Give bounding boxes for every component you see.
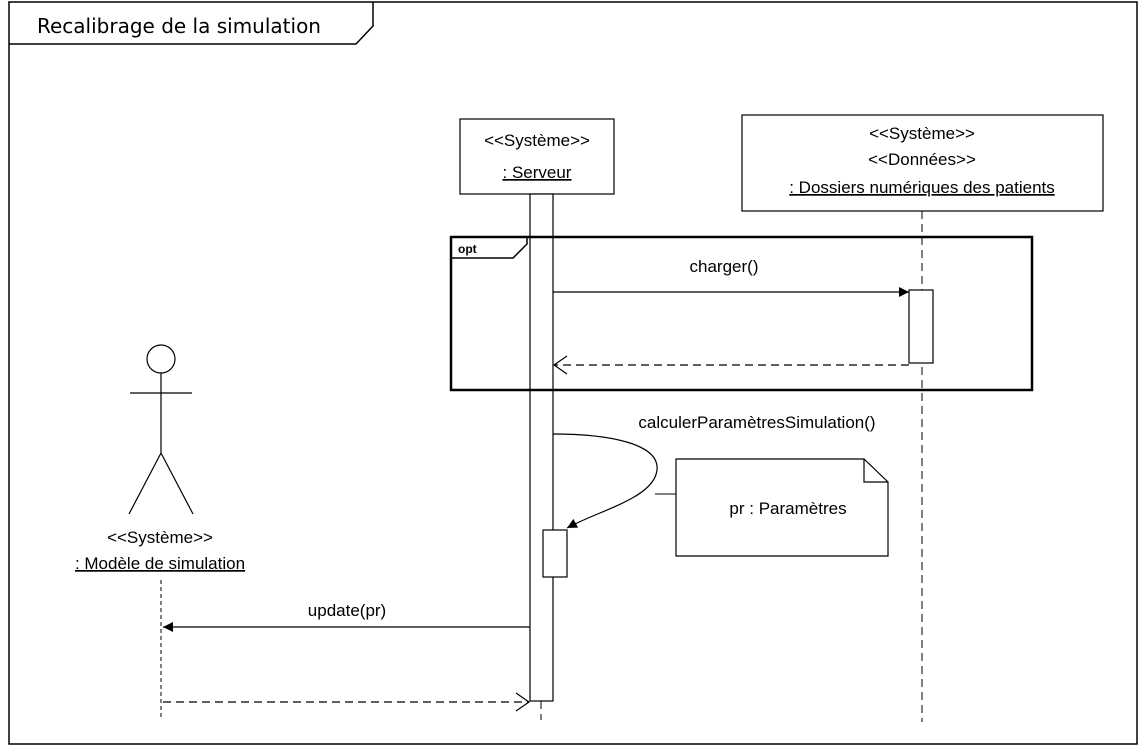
message-charger-return bbox=[552, 355, 909, 375]
modele-name: : Modèle de simulation bbox=[75, 554, 245, 573]
diagram-frame: Recalibrage de la simulation bbox=[8, 1, 1138, 745]
dossiers-name: : Dossiers numériques des patients bbox=[789, 178, 1055, 197]
actor-modele[interactable]: <<Système>> : Modèle de simulation bbox=[75, 344, 245, 720]
message-update-label: update(pr) bbox=[308, 601, 386, 620]
message-calculer-label: calculerParamètresSimulation() bbox=[638, 413, 875, 432]
actor-stick-figure-icon bbox=[128, 344, 194, 515]
note-text: pr : Paramètres bbox=[729, 499, 846, 518]
frame-title: Recalibrage de la simulation bbox=[37, 14, 321, 38]
serveur-activation-bar bbox=[529, 193, 554, 702]
message-update-return bbox=[163, 692, 531, 712]
lifeline-dossiers[interactable]: <<Système>> <<Données>> : Dossiers numér… bbox=[741, 114, 1104, 722]
modele-stereotype: <<Système>> bbox=[107, 528, 213, 547]
serveur-name: : Serveur bbox=[503, 163, 572, 182]
dossiers-stereotype-donnees: <<Données>> bbox=[868, 150, 976, 169]
dossiers-activation-bar bbox=[908, 289, 934, 364]
note-parametres[interactable]: pr : Paramètres bbox=[655, 458, 889, 557]
opt-operator-label: opt bbox=[458, 242, 477, 256]
serveur-nested-activation-bar bbox=[542, 529, 568, 578]
opt-fragment: opt bbox=[449, 235, 1034, 392]
message-charger: charger() bbox=[553, 257, 909, 297]
serveur-stereotype: <<Système>> bbox=[484, 131, 590, 150]
message-calculer-self: calculerParamètresSimulation() bbox=[542, 413, 876, 578]
lifeline-serveur[interactable]: <<Système>> : Serveur bbox=[459, 118, 615, 720]
message-update: update(pr) bbox=[163, 601, 530, 632]
message-charger-label: charger() bbox=[690, 257, 759, 276]
dossiers-stereotype: <<Système>> bbox=[869, 124, 975, 143]
